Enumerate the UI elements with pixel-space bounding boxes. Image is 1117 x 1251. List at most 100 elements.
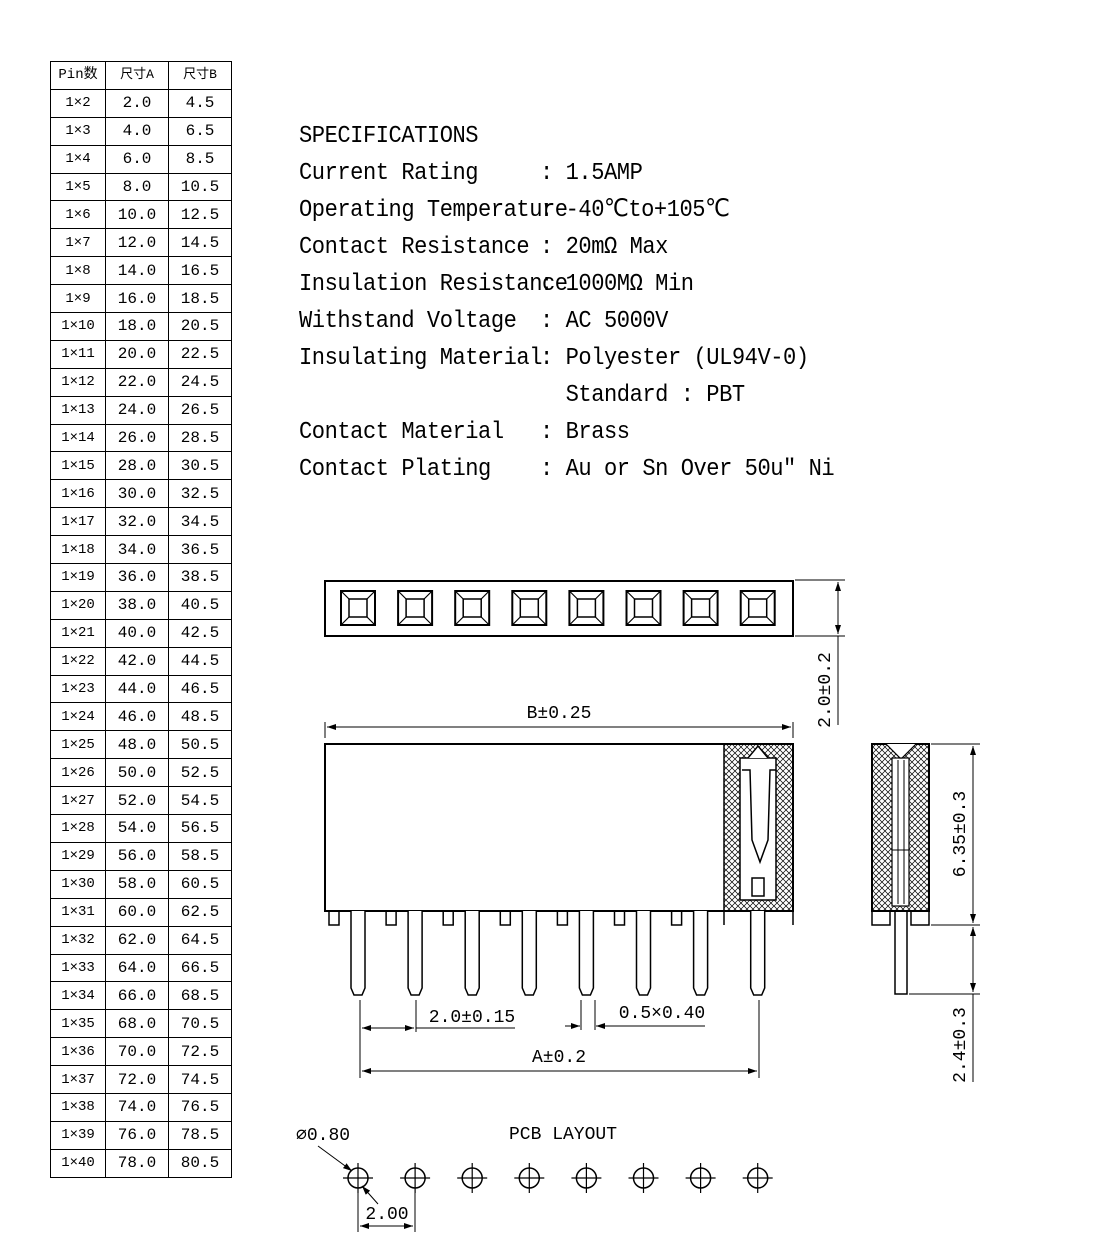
top-view-contacts — [340, 590, 776, 626]
cell-size-a: 32.0 — [105, 507, 169, 537]
spec-row: Contact Material: Brass — [299, 414, 834, 451]
cell-size-a: 52.0 — [105, 786, 169, 816]
side-pin — [894, 910, 908, 995]
cell-size-b: 14.5 — [168, 228, 232, 258]
dim-pitch: 2.0±0.15 — [429, 1008, 515, 1028]
standoff — [385, 910, 397, 926]
pcb-hole — [742, 1163, 773, 1193]
pcb-hole — [457, 1163, 488, 1193]
cell-size-b: 48.5 — [168, 702, 232, 732]
top-contact — [739, 590, 776, 626]
pcb-pitch: 2.00 — [365, 1205, 408, 1225]
specs-title-text: SPECIFICATIONS — [299, 123, 479, 150]
cell-size-a: 74.0 — [105, 1092, 169, 1122]
top-contact — [568, 590, 605, 626]
cell-size-b: 70.5 — [168, 1009, 232, 1039]
cell-pin-count: 1×16 — [50, 479, 106, 509]
cell-size-b: 78.5 — [168, 1120, 232, 1150]
cell-size-b: 64.5 — [168, 925, 232, 955]
spec-row: Operating Temperature: -40℃to+105℃ — [299, 192, 834, 229]
cell-size-b: 46.5 — [168, 674, 232, 704]
cell-size-a: 6.0 — [105, 144, 169, 174]
cell-pin-count: 1×35 — [50, 1009, 106, 1039]
cell-size-a: 10.0 — [105, 200, 169, 230]
top-contact — [511, 590, 548, 626]
top-contact — [454, 590, 491, 626]
cell-pin-count: 1×15 — [50, 451, 106, 481]
spec-value: : -40℃to+105℃ — [540, 197, 730, 224]
cell-size-a: 64.0 — [105, 953, 169, 983]
cell-pin-count: 1×27 — [50, 786, 106, 816]
cell-pin-count: 1×3 — [50, 116, 106, 146]
top-view: 2.0±0.2 — [324, 579, 845, 728]
spec-label: Contact Resistance — [299, 234, 530, 261]
cell-pin-count: 1×2 — [50, 88, 106, 118]
standoff — [556, 910, 569, 926]
cell-size-b: 10.5 — [168, 172, 232, 202]
cell-pin-count: 1×19 — [50, 563, 106, 592]
cell-size-b: 42.5 — [168, 618, 232, 648]
spec-value: : Au or Sn Over 50u″ Ni — [540, 456, 835, 483]
pin — [521, 911, 538, 996]
spec-row: Contact Plating : Au or Sn Over 50u″ Ni — [299, 451, 835, 488]
cell-size-b: 80.5 — [168, 1148, 232, 1178]
cell-size-b: 72.5 — [168, 1037, 232, 1067]
cell-size-a: 78.0 — [105, 1148, 169, 1178]
spec-label: Insulating Material — [299, 345, 543, 372]
pcb-hole — [571, 1163, 602, 1193]
cell-size-b: 18.5 — [168, 284, 232, 314]
pin — [350, 911, 366, 996]
dim-pin-length: 2.4±0.3 — [951, 1007, 971, 1083]
cell-size-b: 38.5 — [168, 563, 232, 592]
cell-size-a: 8.0 — [105, 172, 169, 202]
spec-value: : Brass — [540, 419, 630, 446]
cell-pin-count: 1×18 — [50, 535, 106, 565]
pin — [635, 911, 652, 996]
dim-width-b: B±0.25 — [527, 704, 592, 724]
cell-size-b: 22.5 — [168, 339, 232, 369]
front-view: B±0.25 2.0±0.15 0.5×0.40 A±0.2 — [324, 704, 794, 1078]
top-view-outline — [324, 580, 794, 637]
spec-value: : AC 5000V — [540, 308, 668, 335]
cell-size-b: 52.5 — [168, 758, 232, 788]
cell-pin-count: 1×34 — [50, 981, 106, 1011]
cell-size-a: 18.0 — [105, 312, 169, 341]
spec-row: Withstand Voltage: AC 5000V — [299, 303, 834, 340]
spec-label: Contact Plating — [299, 456, 491, 483]
pcb-hole — [685, 1163, 716, 1193]
top-contact — [340, 590, 376, 626]
spec-row: Insulation Resistance: 1000MΩ Min — [299, 266, 834, 303]
spec-row: Standard : PBT — [299, 377, 834, 414]
cell-size-b: 74.5 — [168, 1065, 232, 1094]
standoff — [442, 910, 454, 926]
cell-pin-count: 1×6 — [50, 200, 106, 230]
side-view: 6.35±0.3 2.4±0.3 — [871, 743, 980, 1083]
cell-pin-count: 1×11 — [50, 339, 106, 369]
cell-size-b: 62.5 — [168, 897, 232, 927]
cell-size-b: 24.5 — [168, 367, 232, 397]
cell-size-a: 42.0 — [105, 646, 169, 676]
cell-pin-count: 1×38 — [50, 1092, 106, 1122]
cell-pin-count: 1×4 — [50, 144, 106, 174]
header-pin-count: Pin数 — [50, 61, 106, 90]
table-header-row: Pin数 尺寸A 尺寸B — [50, 61, 232, 90]
pcb-holes — [343, 1163, 773, 1193]
cell-size-a: 4.0 — [105, 116, 169, 146]
spec-value: : 1000MΩ Min — [540, 271, 694, 298]
